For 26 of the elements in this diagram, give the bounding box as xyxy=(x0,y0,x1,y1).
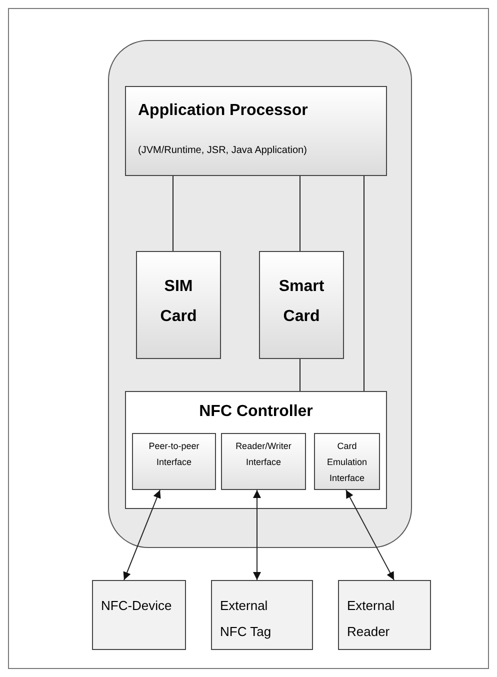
double-arrow xyxy=(346,490,394,580)
processor-box xyxy=(125,86,387,176)
box-title: Application Processor xyxy=(138,101,309,121)
box-label: Reader/Writer Interface xyxy=(234,440,292,469)
card-box xyxy=(259,251,344,359)
box-title: NFC Controller xyxy=(199,402,313,422)
controller-box xyxy=(125,391,387,509)
external-box xyxy=(338,580,431,650)
box-subtitle: (JVM/Runtime, JSR, Java Application) xyxy=(138,144,308,158)
box-label: External Reader xyxy=(347,597,396,641)
box-label: Peer-to-peer Interface xyxy=(148,440,200,469)
interface-box xyxy=(314,433,380,490)
external-box xyxy=(92,580,186,650)
interface-box xyxy=(221,433,306,490)
interface-box xyxy=(132,433,216,490)
double-arrow xyxy=(123,490,161,580)
connector-line xyxy=(172,176,174,252)
external-box xyxy=(211,580,313,650)
box-label: NFC-Device xyxy=(101,597,172,615)
device-outline xyxy=(108,40,412,548)
box-label: Card Emulation Interface xyxy=(326,440,368,485)
card-box xyxy=(136,251,221,359)
box-label: Smart Card xyxy=(278,277,326,327)
double-arrow xyxy=(253,490,261,580)
box-label: SIM Card xyxy=(159,277,198,327)
box-label: External NFC Tag xyxy=(220,597,272,641)
